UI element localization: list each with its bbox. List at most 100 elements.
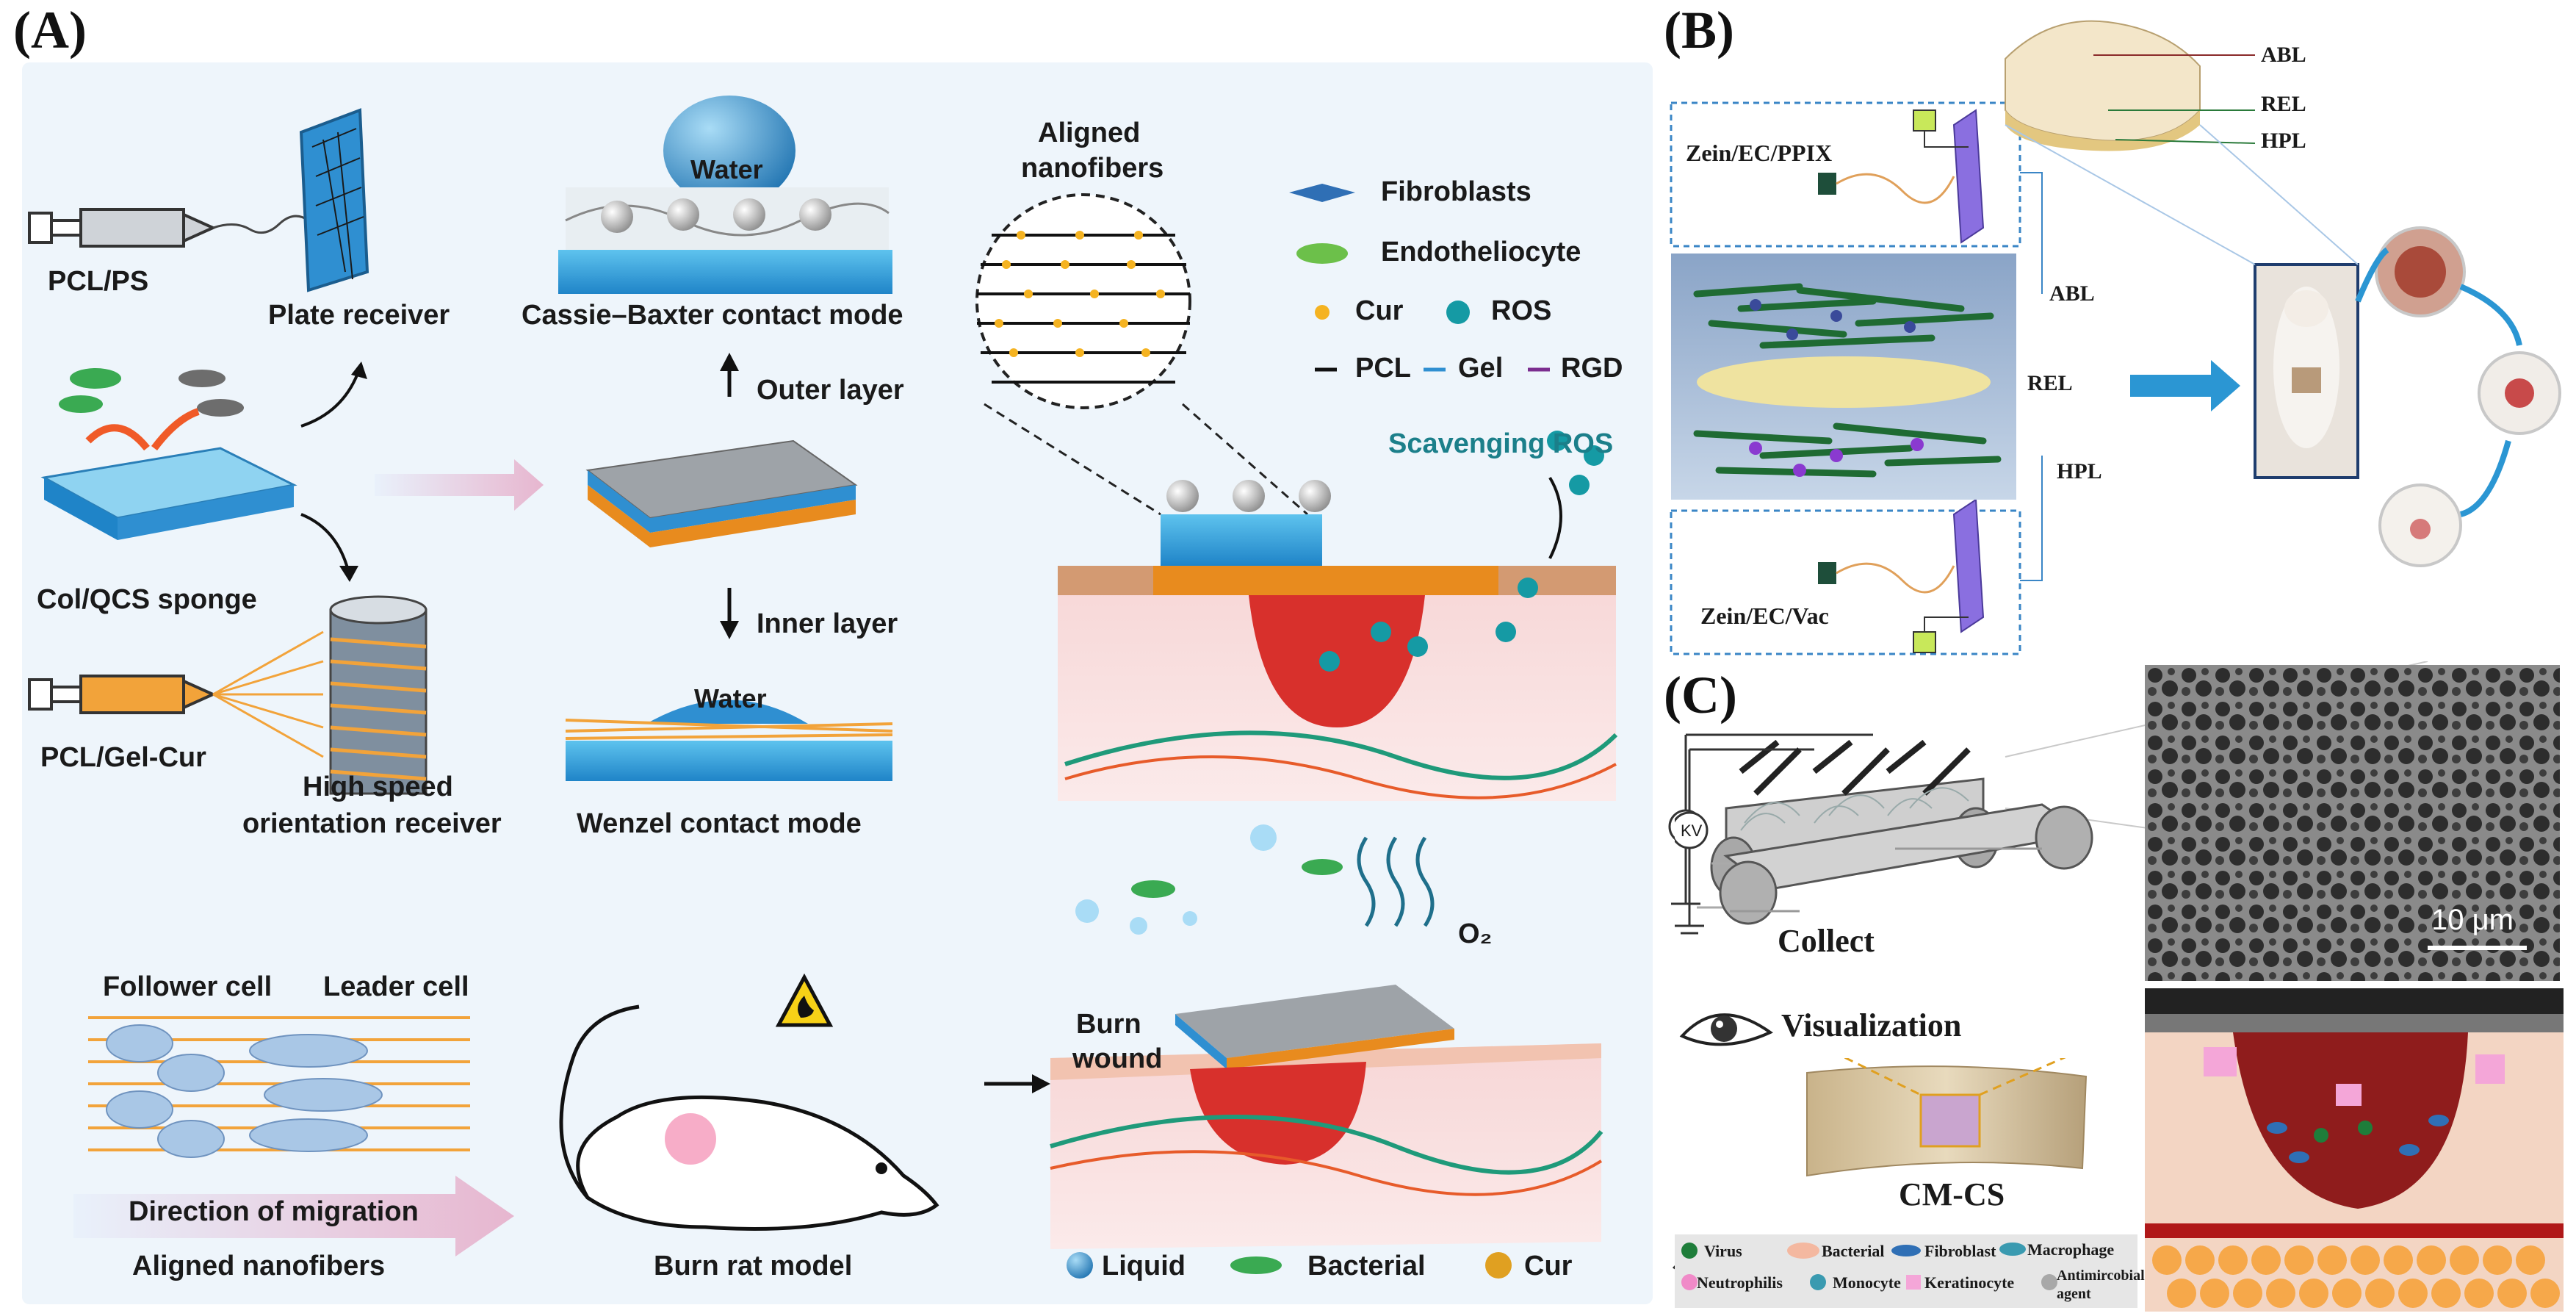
plate-receiver-icon [299, 108, 369, 292]
wound-healing-illustration [1058, 431, 1618, 801]
label-visualization: Visualization [1781, 1007, 1962, 1043]
label-leader-cell: Leader cell [323, 971, 469, 1002]
electrospin-vac-icon [1818, 498, 1985, 653]
legend-pcl: PCL [1355, 353, 1411, 384]
label-abl-top: ABL [2261, 43, 2306, 67]
label-direction-of-migration: Direction of migration [129, 1196, 419, 1227]
syringe-pcl-gel-cur-icon [28, 630, 324, 758]
fibroblast-legend-icon [1891, 1245, 1921, 1256]
cell-migration-illustration [73, 1016, 514, 1256]
label-o2: O₂ [1458, 918, 1493, 949]
label-nanofibers: nanofibers [1021, 153, 1164, 184]
legend-antimicrobial: Antimircobial [2057, 1268, 2145, 1284]
label-collect: Collect [1778, 923, 1875, 959]
label-scale: 10 μm [2431, 904, 2514, 936]
burn-wound-illustration [1050, 824, 1603, 1249]
legend-fibroblasts: Fibroblasts [1381, 176, 1531, 207]
arrow-to-plate [300, 367, 361, 428]
bacterial-legend-icon [1230, 1256, 1282, 1274]
endotheliocyte-legend-icon [1296, 243, 1348, 264]
legend-liquid: Liquid [1102, 1251, 1186, 1281]
legend-rgd: RGD [1561, 353, 1623, 384]
arrow-to-rat [2130, 360, 2240, 411]
bilayer-membrane-icon [585, 439, 858, 547]
monocyte-legend-icon [1810, 1274, 1826, 1290]
virus-legend-icon [1681, 1243, 1698, 1259]
label-rel-top: REL [2261, 92, 2306, 116]
label-burn: Burn [1076, 1009, 1141, 1040]
aligned-nanofibers-zoom [975, 193, 1308, 516]
ros-legend-icon [1446, 301, 1470, 324]
panel-a-graphics [28, 96, 1618, 1279]
cassie-baxter-illustration [558, 96, 892, 294]
label-orientation-receiver: orientation receiver [242, 808, 502, 839]
label-hpl-side: HPL [2057, 459, 2102, 483]
electrospin-ppix-icon [1818, 109, 1985, 244]
legend-gel: Gel [1458, 353, 1504, 384]
fade-arrow [375, 459, 544, 511]
bacteria-cluster-icon [59, 368, 244, 417]
fibroblast-legend-icon [1289, 184, 1355, 202]
label-abl-side: ABL [2049, 281, 2095, 306]
keratinocyte-legend-icon [1906, 1275, 1921, 1290]
panel-b-graphics [1670, 20, 2561, 655]
drum-receiver-icon [329, 595, 427, 795]
label-zein-ec-ppix: Zein/EC/PPIX [1686, 140, 1833, 166]
legend-cur-bottom: Cur [1524, 1251, 1573, 1281]
label-water-bottom: Water [694, 683, 767, 713]
label-follower-cell: Follower cell [103, 971, 273, 1002]
label-burn-rat-model: Burn rat model [654, 1251, 853, 1281]
label-kv: KV [1681, 821, 1703, 840]
label-zein-ec-vac: Zein/EC/Vac [1700, 603, 1829, 629]
antimicrobial-legend-icon [2041, 1274, 2057, 1290]
label-rel-side: REL [2027, 371, 2073, 395]
legend-monocyte: Monocyte [1833, 1273, 1901, 1292]
neutrophil-legend-icon [1681, 1274, 1698, 1290]
col-qcs-sponge-icon [40, 408, 297, 540]
legend-bacterial-c: Bacterial [1822, 1242, 1885, 1260]
label-water-top: Water [690, 154, 763, 184]
label-hpl-top: HPL [2261, 129, 2306, 153]
label-aligned-nanofibers-bottom: Aligned nanofibers [132, 1251, 386, 1281]
legend-virus: Virus [1704, 1242, 1742, 1260]
legend-macrophage: Macrophage [2027, 1240, 2115, 1259]
label-high-speed: High speed [303, 772, 453, 802]
liquid-legend-icon [1067, 1252, 1093, 1279]
cur-legend-icon [1315, 305, 1330, 320]
wound-tissue-illustration [2145, 988, 2564, 1312]
panel-c-legend-icons [1681, 1243, 2057, 1290]
electrospinning-setup [1675, 747, 2093, 935]
arrow-to-receiver [300, 513, 350, 574]
label-scavenging-ros: Scavenging ROS [1388, 428, 1614, 459]
panel-c-letter: (C) [1664, 666, 1737, 724]
rat-icon [559, 1004, 939, 1231]
label-cassie-baxter: Cassie–Baxter contact mode [522, 300, 903, 331]
label-pcl-ps: PCL/PS [48, 266, 149, 297]
legend-fibroblast-c: Fibroblast [1924, 1242, 1996, 1260]
rel-layer [1697, 356, 1991, 408]
eye-illustration [1679, 1013, 1773, 1046]
label-cm-cs: CM-CS [1899, 1176, 2005, 1212]
label-inner-layer: Inner layer [757, 608, 898, 639]
label-plate-receiver: Plate receiver [268, 300, 450, 331]
label-col-qcs-sponge: Col/QCS sponge [37, 584, 257, 615]
legend-agent: agent [2057, 1286, 2091, 1302]
label-wenzel: Wenzel contact mode [577, 808, 862, 839]
bacterial-c-legend-icon [1787, 1243, 1819, 1259]
cm-cs-patch [1806, 1058, 2088, 1177]
panel-a-letter: (A) [13, 1, 87, 60]
macrophage-legend-icon [1999, 1243, 2026, 1256]
syringe-pcl-ps-icon [28, 208, 309, 248]
legend-ros: ROS [1491, 295, 1552, 326]
tri-layer-patch [2005, 20, 2201, 142]
legend-cur: Cur [1355, 295, 1404, 326]
label-pcl-gel-cur: PCL/Gel-Cur [40, 742, 206, 773]
panel-b-letter: (B) [1664, 1, 1734, 60]
fire-warning-icon [775, 973, 834, 1027]
sem-micrograph [2145, 665, 2560, 981]
label-aligned: Aligned [1038, 118, 1141, 148]
legend-neutrophilis: Neutrophilis [1697, 1273, 1783, 1292]
legend-endotheliocyte: Endotheliocyte [1381, 237, 1581, 267]
label-outer-layer: Outer layer [757, 375, 904, 406]
legend-bacterial: Bacterial [1307, 1251, 1426, 1281]
